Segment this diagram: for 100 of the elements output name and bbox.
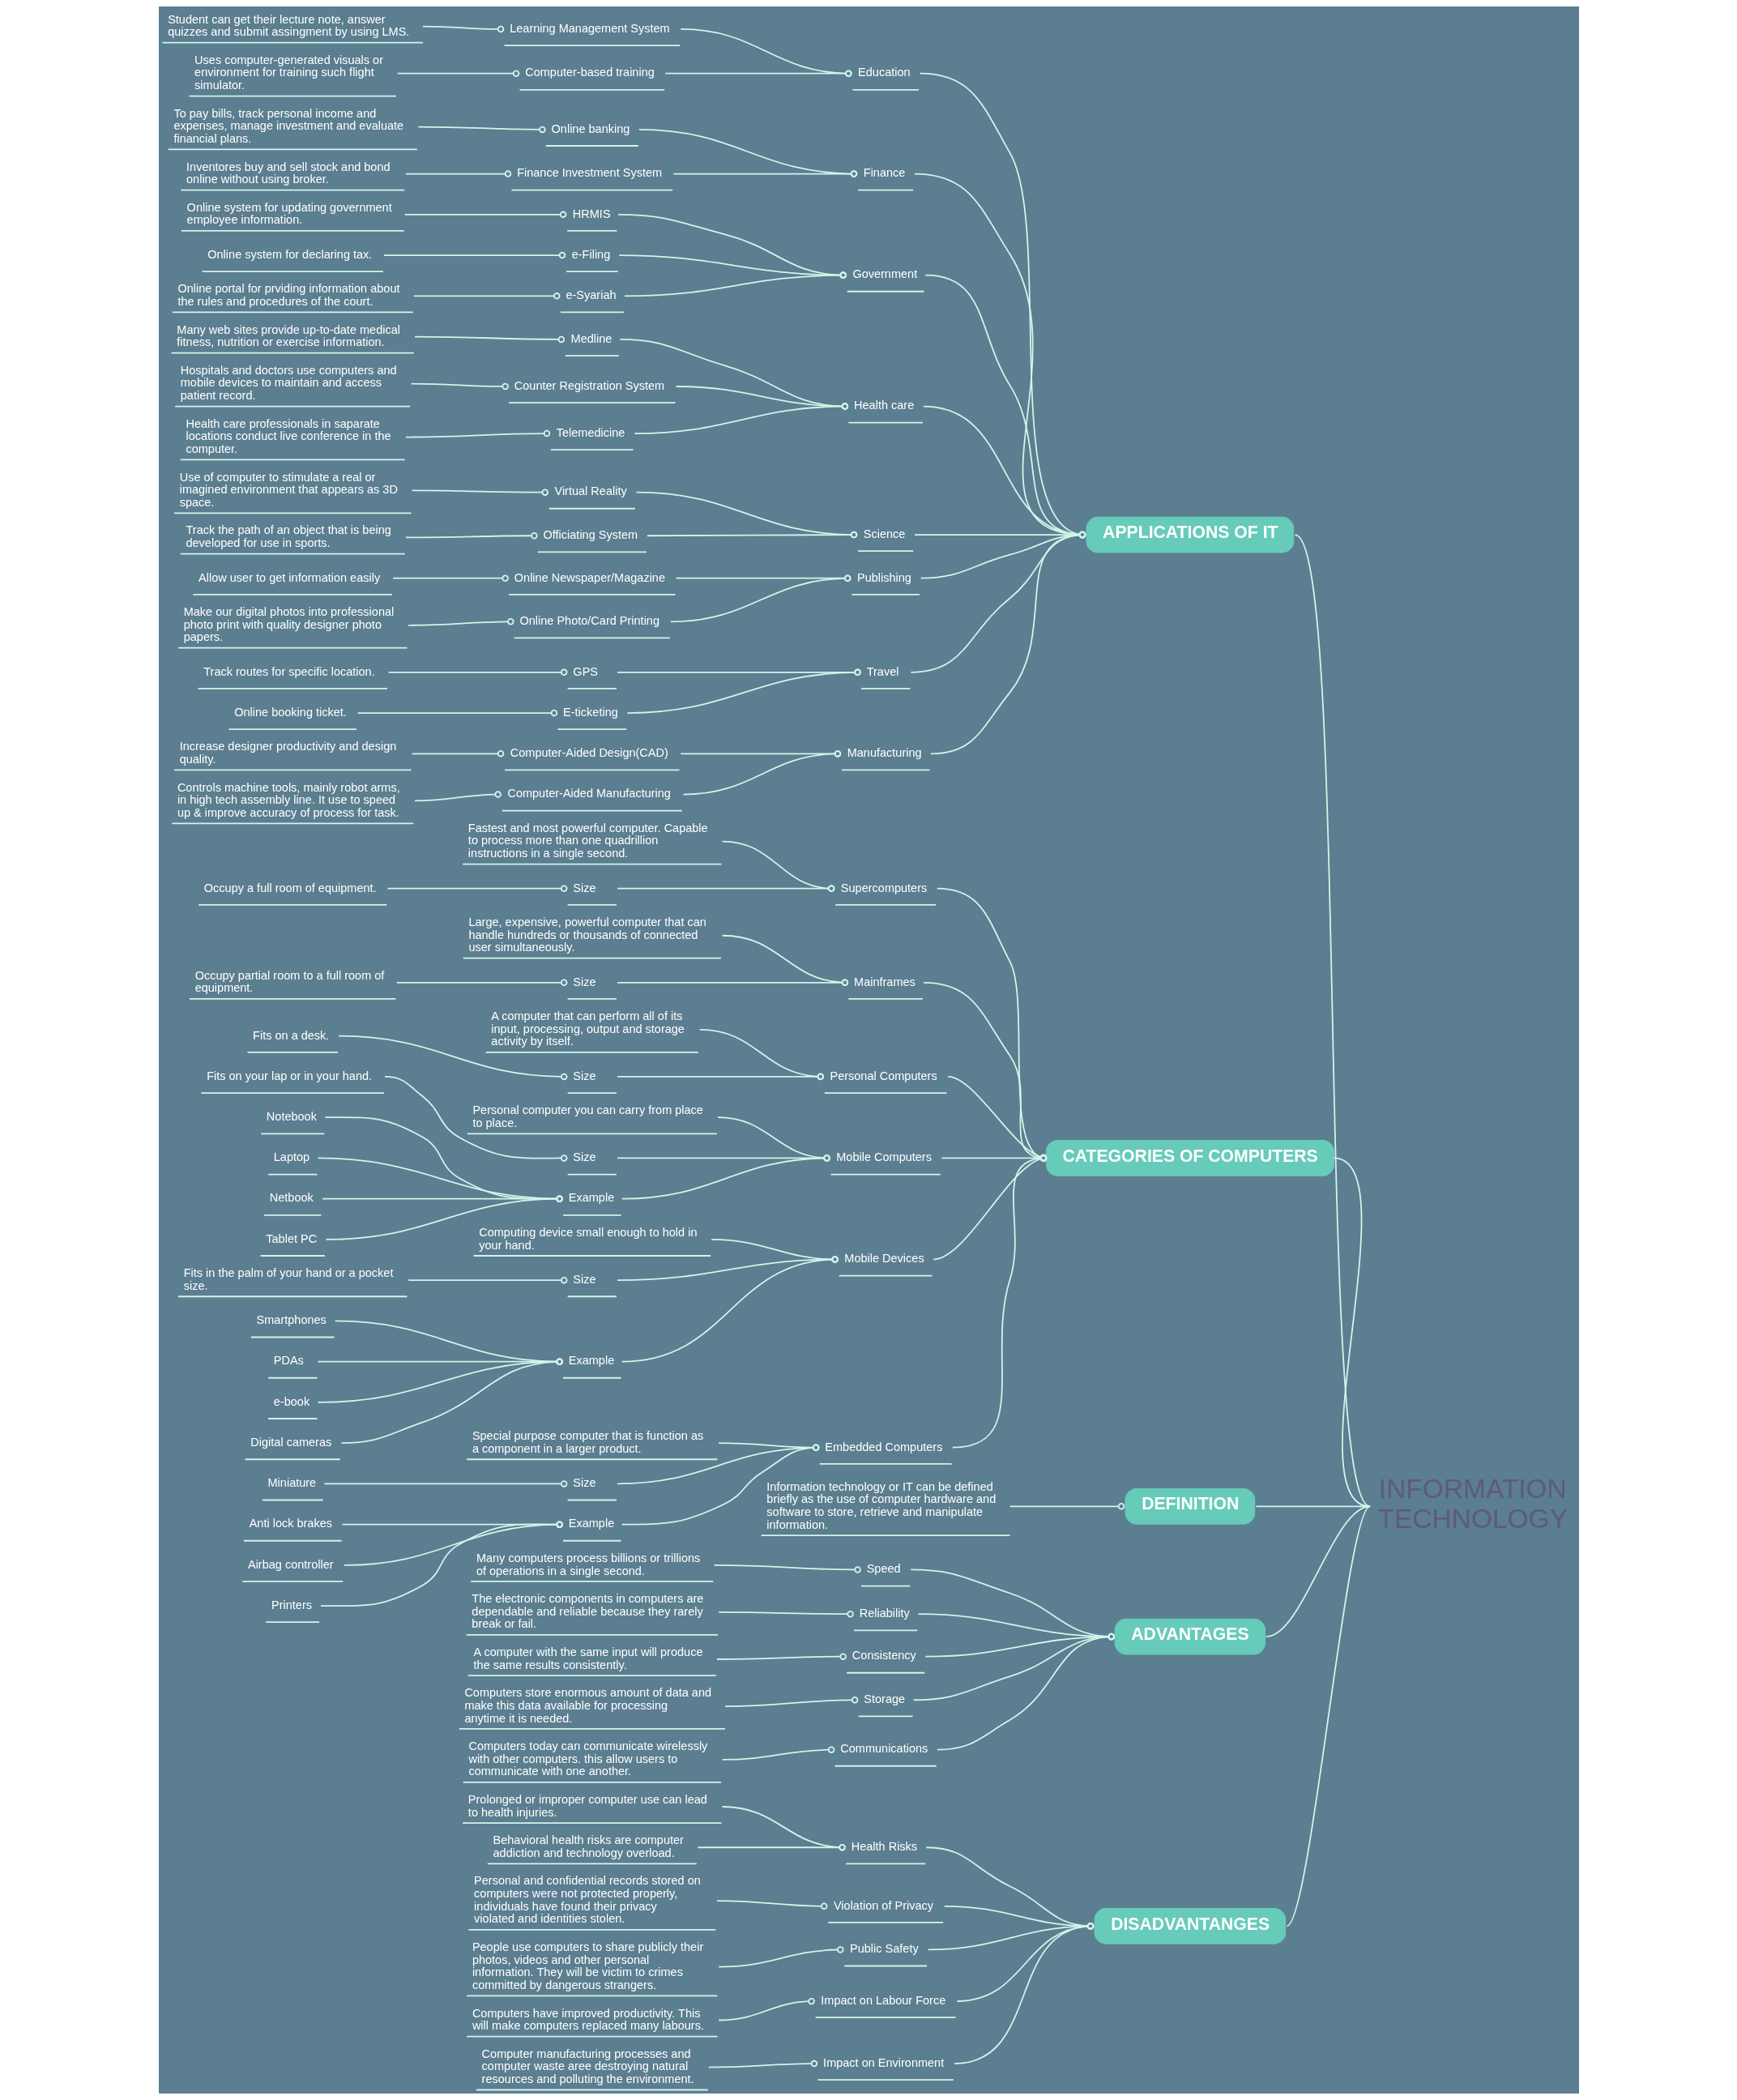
node-text: Education (857, 66, 911, 79)
connector (387, 668, 567, 677)
connector (386, 885, 567, 892)
connector (922, 981, 1047, 1162)
node-text: Track routes for specific location. (203, 664, 375, 678)
connector (411, 489, 548, 496)
connector (669, 574, 851, 623)
node-text: Size (572, 975, 596, 988)
node-text: Example (568, 1354, 614, 1368)
node-text: Example (568, 1517, 614, 1530)
connector (619, 339, 848, 410)
node-text: Many web sites provide up-to-date medical fitness, nutrition or exercise information. (176, 322, 400, 349)
node-text: Impact on Environment (822, 2055, 944, 2069)
node-text: Size (572, 881, 596, 894)
connector (953, 1923, 1094, 2064)
connector (932, 1155, 1047, 1261)
node-text: Public Safety (849, 1942, 919, 1956)
node-text: Personal Computers (829, 1069, 937, 1082)
connector (616, 979, 848, 987)
connector (413, 335, 565, 344)
node-text: Size (572, 1476, 596, 1490)
node-text: Information technology or IT can be defined briefly as the use of computer hardware and software to store, retrieve and manipulate information. (766, 1479, 996, 1531)
node-text: The electronic components in computers are dependable and reliable because they rarely break or fail. (471, 1592, 703, 1631)
node-text: Reliability (859, 1606, 910, 1620)
connector (715, 1653, 847, 1660)
node-text: Personal and confidential records stored on computers were not protected properly, individuals have found their privacy violated and identities stolen. (473, 1874, 701, 1926)
node-text: Behavioral health risks are computer addiction and technology overload. (493, 1833, 684, 1859)
connector (910, 531, 1086, 673)
connector (382, 251, 565, 259)
node-text: Online Photo/Card Printing (519, 614, 659, 628)
node-text: Smartphones (256, 1313, 326, 1327)
connector (334, 1320, 563, 1365)
connector (924, 1633, 1115, 1658)
connector (356, 709, 557, 717)
node-text: Fits in the palm of your hand or a pocket size. (183, 1266, 393, 1292)
connector (927, 1923, 1094, 1951)
node-text: Storage (863, 1692, 905, 1706)
connector (716, 1116, 830, 1162)
connector (925, 1846, 1094, 1930)
node-text: Speed (866, 1562, 901, 1576)
node-text: GPS (572, 664, 598, 678)
connector (322, 1480, 567, 1488)
connector (404, 170, 511, 177)
node-text: Anti lock brakes (249, 1517, 332, 1530)
node-text: Learning Management System (509, 21, 670, 35)
connector (675, 574, 851, 582)
node-box: APPLICATIONS OF IT (1085, 516, 1294, 553)
node-text: Violation of Privacy (833, 1898, 933, 1912)
node-text: Size (572, 1150, 596, 1164)
node-box: DEFINITION (1125, 1488, 1255, 1525)
node-text: Counter Registration System (514, 378, 664, 392)
node-text: Publishing (856, 570, 911, 584)
node-text: e-book (273, 1394, 309, 1408)
connector (910, 1569, 1115, 1641)
node-text: Virtual Reality (554, 484, 627, 498)
node-text: Tablet PC (265, 1231, 317, 1245)
connector (721, 934, 848, 986)
connector (317, 1157, 563, 1202)
node-text: Impact on Labour Force (820, 1993, 945, 2007)
connector (717, 1442, 819, 1451)
node-text: Student can get their lecture note, answer quizzes and submit assingment by using LMS. (167, 12, 409, 39)
node-text: Many computers process billions or trillions of operations in a single second. (476, 1551, 700, 1577)
connector (410, 382, 509, 391)
connector (341, 1521, 563, 1528)
connector (412, 292, 561, 300)
node-text: Fits on your lap or in your hand. (206, 1069, 372, 1082)
node-text: Notebook (266, 1109, 317, 1123)
node-text: Embedded Computers (824, 1440, 942, 1453)
node-text: Government (851, 267, 917, 281)
connector (616, 1256, 839, 1282)
connector (1009, 1503, 1125, 1510)
node-text: Computers have improved productivity. This will make computers replaced many labours. (472, 2006, 704, 2033)
node-text: Uses computer-generated visuals or environment for training such flight simulator. (194, 53, 383, 92)
node-text: Size (572, 1272, 596, 1286)
node-box: CATEGORIES OF COMPUTERS (1045, 1140, 1334, 1176)
connector (664, 70, 852, 77)
connector (319, 1521, 563, 1607)
connector (675, 386, 848, 410)
connector (621, 1155, 830, 1200)
connector (621, 1256, 839, 1363)
connector (404, 532, 538, 540)
connector (413, 791, 501, 802)
node-text: Online booking ticket. (233, 705, 347, 719)
node-text: Miniature (267, 1476, 316, 1490)
connector (325, 1195, 563, 1240)
node-text: Computers today can communicate wirelessly with other computers. this allow users to communicate with one another. (467, 1739, 707, 1778)
node-text: Increase designer productivity and design quality. (179, 740, 396, 766)
connector (407, 1276, 567, 1284)
connector (417, 126, 546, 134)
node-text: Health Risks (851, 1840, 917, 1854)
connector (616, 885, 834, 892)
node-text: Officiating System (543, 528, 638, 542)
connector (623, 271, 847, 297)
connector (697, 1844, 846, 1851)
node-text: Personal computer you can carry from place to place. (472, 1103, 703, 1129)
node-text: Laptop (273, 1150, 309, 1164)
node-text: Finance Investment System (516, 166, 662, 180)
node-text: Computers store enormous amount of data and make this data available for processing anytime it is needed. (463, 1686, 711, 1725)
connector (324, 1116, 563, 1202)
node-text: Track the path of an object that is being developed for use in sports. (186, 523, 391, 550)
